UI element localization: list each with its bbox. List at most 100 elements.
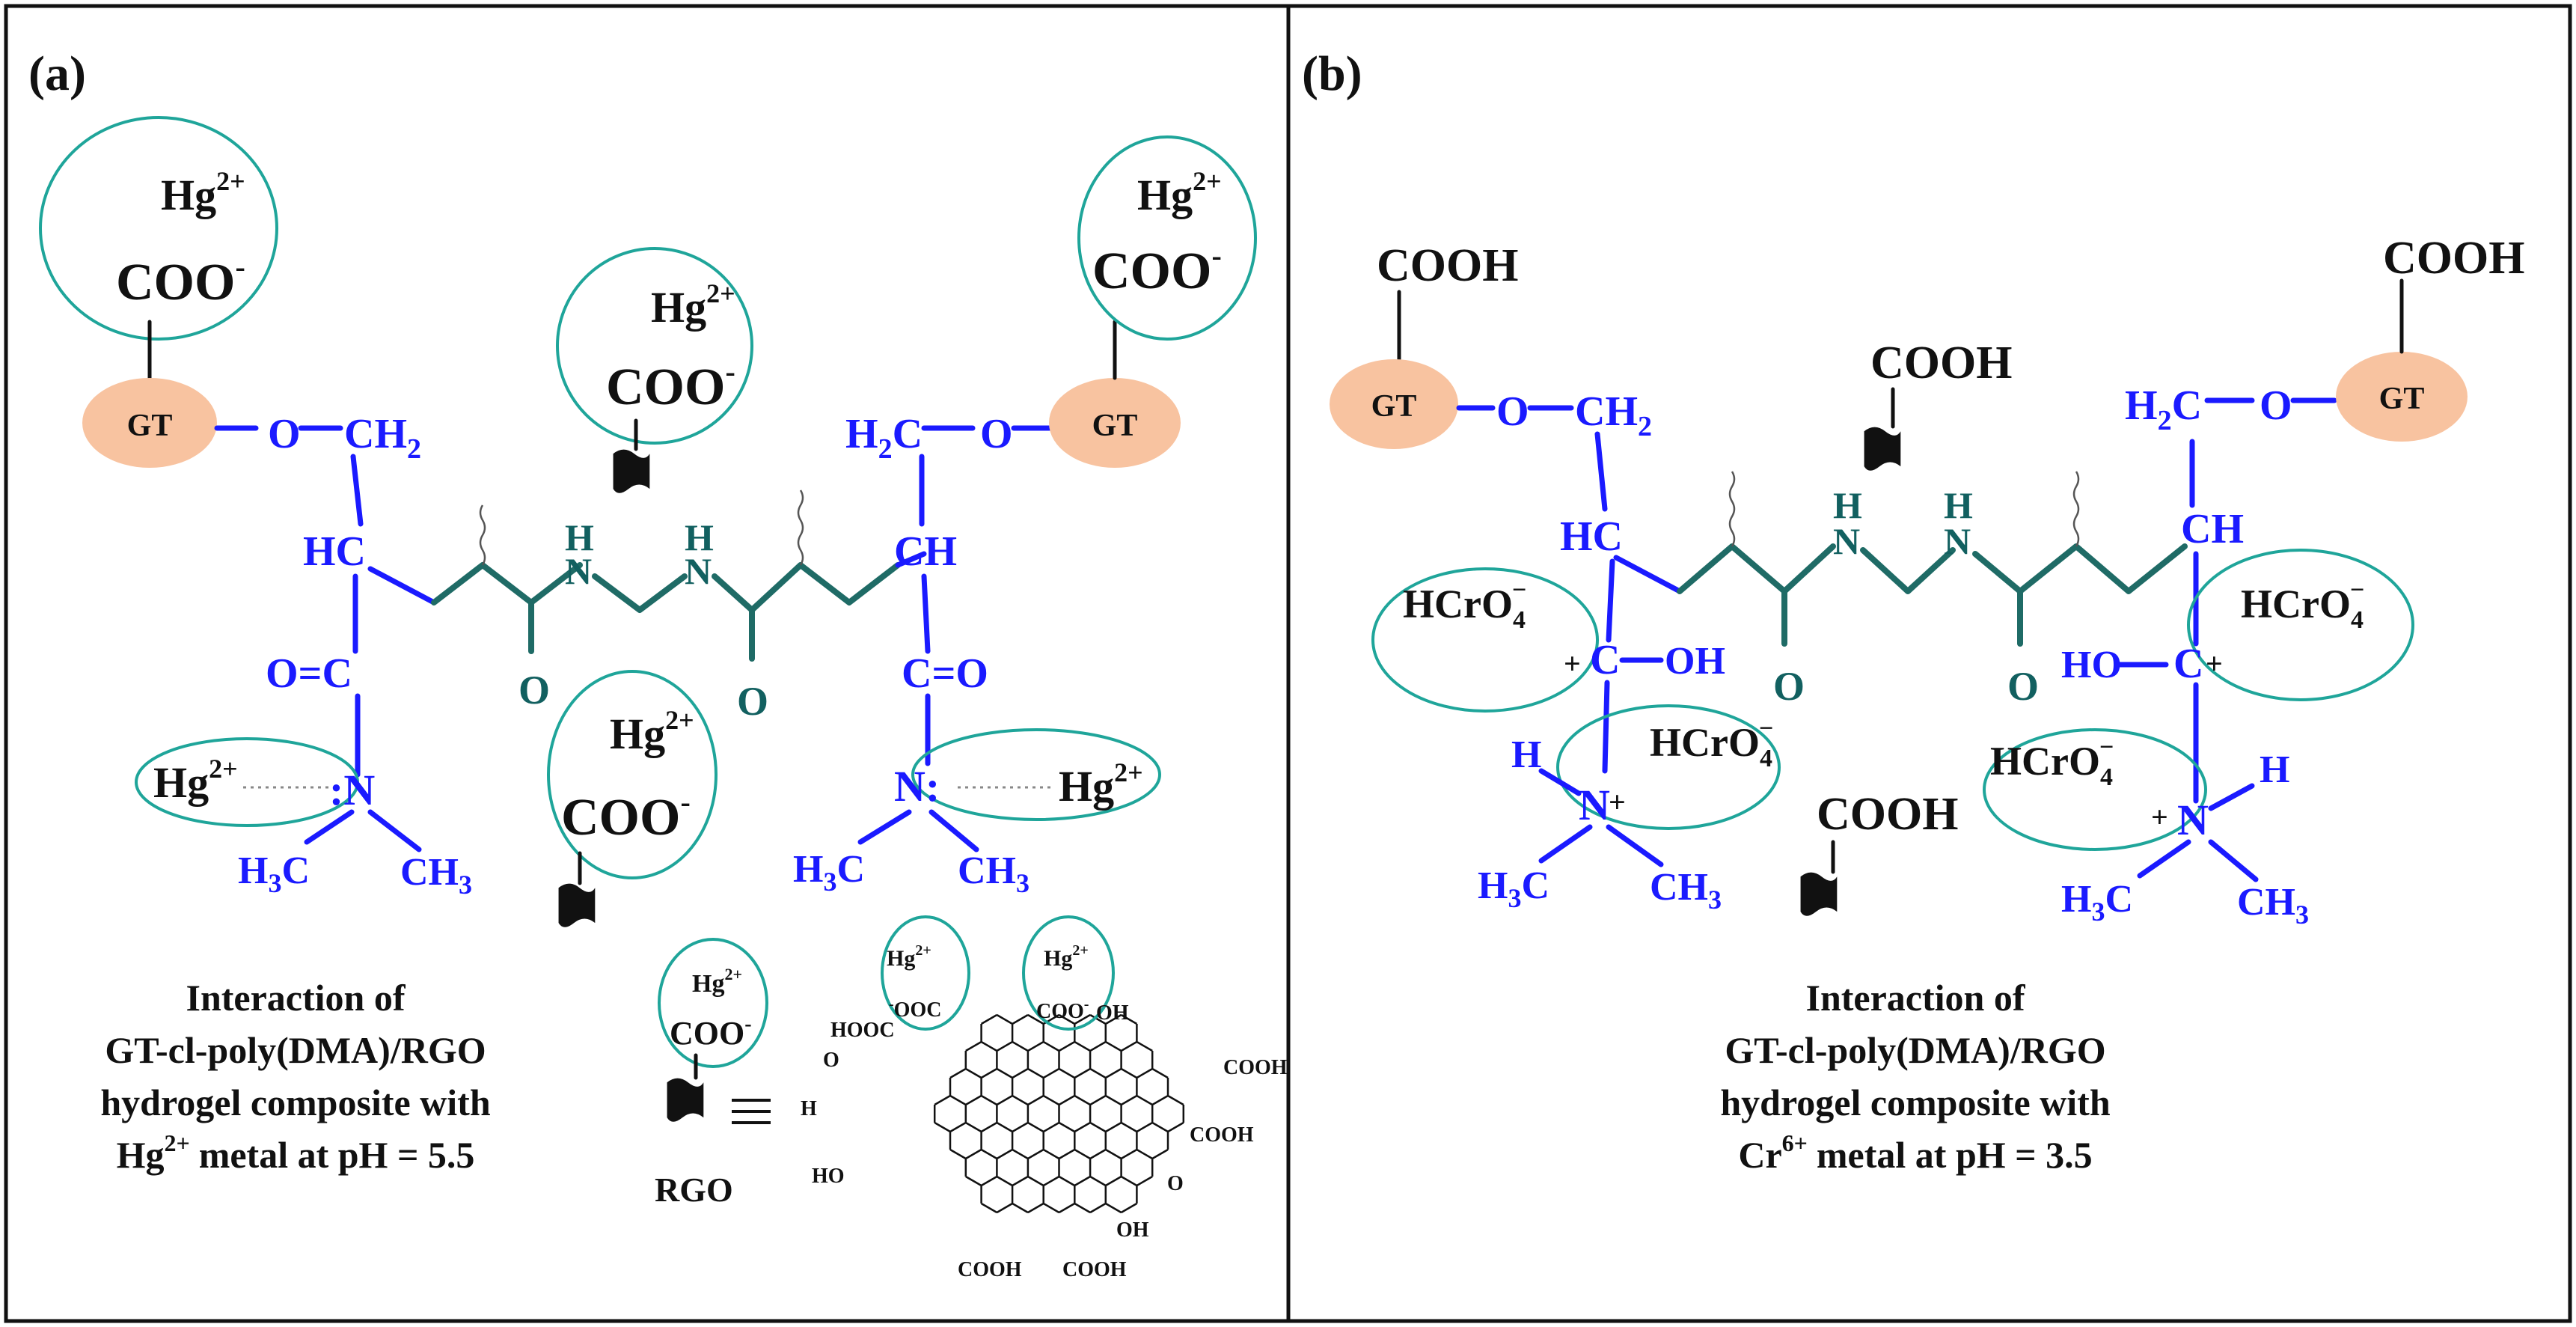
rgo-o-left: O (823, 1049, 839, 1072)
hg-ion-label: Hg2+ (161, 166, 245, 219)
bond (1538, 768, 1582, 796)
gt-bead-right (1049, 378, 1181, 468)
bond (1538, 824, 1593, 864)
caption-a-line4: Hg2+metal at pH = 5.5 (117, 1129, 475, 1176)
hg-ion-left: Hg2+ (153, 754, 238, 807)
ether-oxygen-right: O (980, 411, 1013, 457)
amide-n-b-1: N (1833, 520, 1860, 562)
bond (304, 809, 355, 845)
amide-n-2: N (685, 550, 712, 592)
hg-ion-lower: Hg2+ (610, 705, 694, 758)
hg-ion-center: Hg2+ (651, 278, 735, 332)
amide-oxygen-2: O (737, 679, 768, 724)
ether-o-b-left: O (1496, 388, 1529, 435)
ammonium-n-left: N (1579, 781, 1610, 829)
hg-binding-ring-center (556, 247, 753, 445)
caption-a-line1: Interaction of (186, 977, 406, 1019)
dma-nitrogen-right: N: (894, 762, 940, 811)
equivalence-sign (732, 1099, 771, 1124)
methyl-right-1: H3C (793, 848, 865, 897)
methyl-left-1: H3C (238, 849, 310, 898)
amide-h-2: H (685, 516, 714, 558)
bond (1606, 824, 1664, 867)
cooh-center: COOH (1870, 338, 2012, 388)
ammonium-plus-right: + (2151, 800, 2168, 834)
rgo-legend-hg: Hg2+ (692, 965, 742, 998)
wav (479, 504, 486, 566)
bond (1860, 547, 1956, 594)
carbonyl-left: O=C (266, 650, 352, 697)
rgo-hg-2: Hg2+ (1044, 942, 1089, 971)
amide-n-1: N (565, 550, 592, 592)
ether-oxygen: O (268, 411, 301, 457)
rgo-legend-ring (658, 938, 768, 1068)
ch2-group: CH2 (344, 411, 421, 465)
ether-o-b-right: O (2260, 382, 2292, 429)
cooh-right: COOH (2383, 233, 2524, 284)
bond (592, 573, 688, 613)
carbocation-plus-right: + (2206, 647, 2223, 680)
rgo-hg-ring-1 (881, 915, 970, 1031)
ammonium-h-right: H (2260, 748, 2289, 791)
hg-binding-ring-right (1077, 135, 1257, 341)
hg-ion-right: Hg2+ (1137, 166, 1222, 219)
hg-binding-ring (39, 116, 278, 341)
bond (895, 551, 927, 568)
hydroxyl-left: OH (1665, 640, 1725, 683)
rgo-hooc: HOOC (830, 1019, 895, 1042)
wav (2072, 471, 2080, 547)
hcro4-ring-4 (1983, 728, 2207, 851)
bond (367, 809, 422, 852)
rgo-label: RGO (655, 1171, 733, 1209)
bond (367, 566, 437, 605)
amide-h-1: H (565, 516, 594, 558)
wav (1728, 471, 1736, 547)
ch-group-right: CH (894, 528, 957, 575)
bond (2208, 783, 2255, 811)
gt-bead-right-label: GT (1092, 409, 1138, 443)
hcro4-3: HCrO4− (2241, 576, 2364, 634)
carboxylate-center: COO- (606, 355, 735, 416)
panel-b-label: (b) (1302, 46, 1362, 101)
rgo-cooh-bottom-1: COOH (1062, 1258, 1127, 1281)
rgo-sheet-icon-b-lower (1800, 872, 1838, 916)
cooh-left: COOH (1377, 240, 1518, 291)
carbonyl-right: C=O (902, 650, 988, 697)
rgo-hg-1: Hg2+ (887, 942, 931, 971)
caption-a-line3: hydrogel composite with (100, 1082, 490, 1123)
ammonium-n-right: N (2177, 796, 2209, 844)
bond (1606, 558, 1615, 643)
bond (2137, 839, 2191, 879)
hg-ion-right-n: Hg2+ (1059, 757, 1143, 811)
methyl-b-right-1: H3C (2061, 878, 2133, 927)
hcro4-4: HCrO4− (1990, 733, 2114, 791)
gt-bead-b-right-label: GT (2379, 382, 2425, 416)
caption-a-line2: GT-cl-poly(DMA)/RGO (105, 1029, 486, 1071)
bond (2208, 839, 2259, 882)
rgo-h-left: H (801, 1097, 817, 1120)
rgo-sheet-icon (613, 449, 650, 493)
rgo-lattice (933, 1013, 1185, 1214)
bond (857, 809, 912, 845)
amide-oxygen-1: O (518, 668, 550, 713)
methyl-b-left-1: H3C (1478, 864, 1549, 913)
rgo-oh-bottom: OH (1116, 1218, 1149, 1242)
methyl-b-right-2: CH3 (2237, 881, 2309, 930)
hcro4-1: HCrO4− (1403, 576, 1526, 634)
amide-o-b-1: O (1773, 664, 1805, 709)
bond (928, 809, 979, 852)
ch-b-right: CH (2181, 506, 2244, 552)
cooh-lower: COOH (1817, 789, 1958, 840)
panel-b: (b) COOH GT O CH2 HC HCrO4− + C OH HCrO4… (1302, 46, 2524, 1176)
rgo-functional-groups: Hg2+ Hg2+ HOOC -OOC COO- OH COOH COOH O … (801, 915, 1288, 1281)
caption-b-line2: GT-cl-poly(DMA)/RGO (1725, 1029, 2105, 1071)
panel-a-label: (a) (28, 46, 86, 101)
amide-h-b-1: H (1833, 484, 1862, 526)
bond (1602, 680, 1610, 774)
gt-bead-b-left-label: GT (1371, 389, 1417, 424)
hc-group: HC (303, 528, 366, 575)
gt-bead (82, 378, 217, 468)
rgo-o-right: O (1167, 1172, 1184, 1195)
bond (921, 573, 931, 654)
